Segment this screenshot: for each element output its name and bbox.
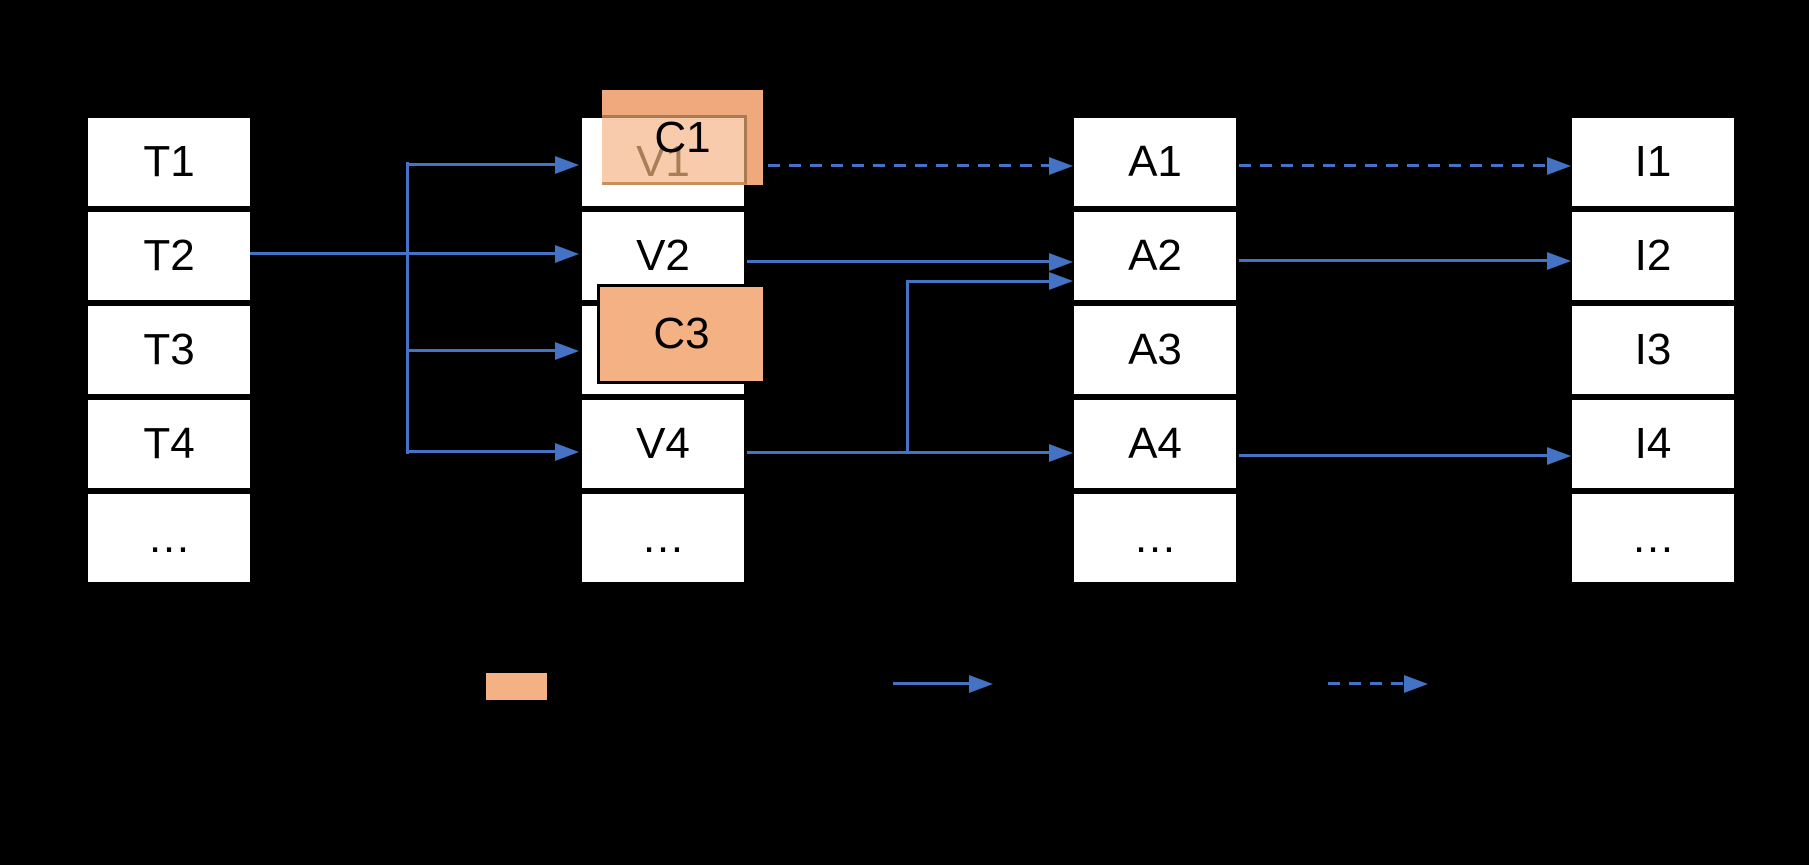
cell-a2: A2 [1071, 209, 1239, 303]
v4-to-a4-line [747, 451, 1049, 454]
c3-overlay-box: C3 [597, 284, 766, 384]
t2-to-v1-line [408, 163, 556, 166]
t2-to-c3-line [408, 349, 556, 352]
cell-i4: I4 [1569, 397, 1737, 491]
c1-overlay-overlap-region [602, 115, 747, 185]
arrowhead-into-a2-lower [1049, 272, 1073, 290]
arrowhead-into-v4 [555, 443, 579, 461]
cell-v4-label: V4 [636, 419, 690, 468]
t2-branch-vertical-line [406, 162, 409, 454]
v2-to-a2-line [747, 260, 1049, 263]
cell-v1-label-tinted: V1 [636, 137, 690, 186]
cell-a3-label: A3 [1128, 325, 1182, 374]
arrowhead-into-i1 [1547, 157, 1571, 175]
cell-t1-label: T1 [143, 137, 195, 186]
arrowhead-into-v2 [555, 245, 579, 263]
cell-v2-label: V2 [636, 231, 690, 280]
cell-t2-label: T2 [143, 231, 195, 280]
arrowhead-into-i2 [1547, 252, 1571, 270]
cell-i3: I3 [1569, 303, 1737, 397]
cell-a1: A1 [1071, 115, 1239, 209]
a4-to-i4-line [1239, 454, 1547, 457]
c3-overlay-label: C3 [653, 309, 710, 358]
a1-to-i1-dashed-line [1239, 164, 1547, 167]
cell-t4: T4 [85, 397, 253, 491]
cell-t3-label: T3 [143, 325, 195, 374]
cell-v-more-label: … [641, 513, 685, 562]
a2-to-i2-line [1239, 259, 1547, 262]
c1-overlay-label: C1 [654, 112, 711, 162]
cell-a4-label: A4 [1128, 419, 1182, 468]
cell-t2: T2 [85, 209, 253, 303]
legend-dashed-arrowhead-icon [1404, 675, 1428, 693]
v1-to-a1-dashed-line [747, 164, 1049, 167]
cell-v-more: … [579, 491, 747, 585]
cell-i4-label: I4 [1634, 419, 1672, 468]
arrowhead-into-c3 [555, 342, 579, 360]
arrowhead-into-i4 [1547, 447, 1571, 465]
v4-to-a2-riser-line [906, 280, 909, 453]
cell-a-more-label: … [1133, 513, 1177, 562]
t2-branch-main-line [250, 252, 556, 255]
cell-i2: I2 [1569, 209, 1737, 303]
arrowhead-into-a4 [1049, 444, 1073, 462]
cell-i2-label: I2 [1634, 231, 1672, 280]
arrowhead-into-v1 [555, 156, 579, 174]
cell-a2-label: A2 [1128, 231, 1182, 280]
cell-t3: T3 [85, 303, 253, 397]
cell-i3-label: I3 [1634, 325, 1672, 374]
cell-t-more-label: … [147, 513, 191, 562]
cell-v4: V4 [579, 397, 747, 491]
legend-solid-arrowhead-icon [969, 675, 993, 693]
cell-i-more-label: … [1631, 513, 1675, 562]
cell-a1-label: A1 [1128, 137, 1182, 186]
arrowhead-into-a2-upper [1049, 253, 1073, 271]
t2-to-v4-line [408, 450, 556, 453]
legend-dashed-arrow-line [1328, 682, 1404, 685]
arrowhead-into-a1 [1049, 157, 1073, 175]
v4-to-a2-top-line [908, 280, 1049, 283]
cell-i1-label: I1 [1634, 137, 1672, 186]
cell-a4: A4 [1071, 397, 1239, 491]
cell-t-more: … [85, 491, 253, 585]
cell-t1: T1 [85, 115, 253, 209]
cell-a3: A3 [1071, 303, 1239, 397]
cell-t4-label: T4 [143, 419, 195, 468]
cell-i-more: … [1569, 491, 1737, 585]
cell-i1: I1 [1569, 115, 1737, 209]
cell-a-more: … [1071, 491, 1239, 585]
legend-solid-arrow-line [893, 682, 969, 685]
legend-orange-swatch [486, 673, 547, 700]
